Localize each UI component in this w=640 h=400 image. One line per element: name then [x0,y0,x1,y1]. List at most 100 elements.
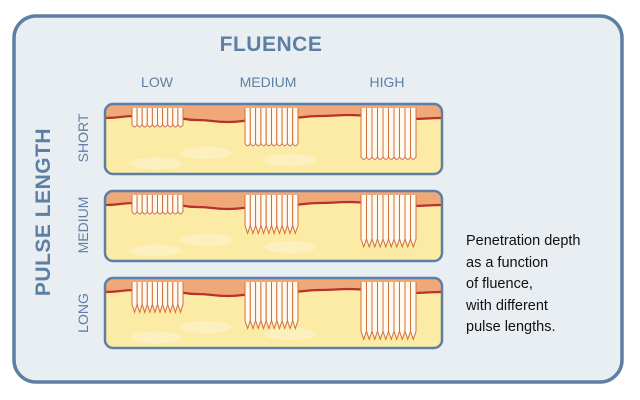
beam-line [388,108,395,160]
beam-line [255,108,262,147]
beam-bundle-medium [244,108,299,147]
beam-line [141,282,148,314]
beam-line [399,195,406,249]
skin-panel-medium [105,191,442,261]
dermis-texture [180,321,233,333]
beam-line [382,195,389,249]
beam-line [281,108,288,147]
beam-line [265,282,272,331]
beam-line [286,195,294,235]
column-label-medium: MEDIUM [240,74,297,90]
beam-line [136,282,143,314]
beam-line [249,282,257,331]
beam-line [167,282,174,314]
caption-line: pulse lengths. [466,319,556,335]
beam-line [366,108,373,160]
beam-line [271,108,278,147]
dermis-texture [129,244,182,257]
beam-line [167,108,174,128]
beam-line [410,195,417,249]
dermis-texture [264,154,317,166]
beam-line [157,282,164,314]
beam-line [151,108,158,128]
caption-line: as a function [466,254,549,271]
beam-line [404,195,411,249]
beam-line [410,108,417,160]
beam-line [260,282,267,331]
column-label-low: LOW [141,74,174,90]
dermis-texture [129,331,182,344]
beam-bundle-medium [244,282,299,331]
beam-line [286,282,294,331]
beam-line [292,195,299,235]
beam-line [281,282,288,331]
beam-line [388,195,395,249]
beam-line [131,108,138,128]
dermis-texture [264,241,317,253]
beam-line [360,282,367,341]
beam-line [244,282,251,331]
beam-line [131,282,138,314]
row-label-long: LONG [75,293,91,333]
beam-line [146,195,153,215]
beam-line [366,282,373,341]
beam-line [271,195,278,235]
beam-line [410,282,417,341]
beam-line [162,282,169,314]
beam-line [157,195,164,215]
beam-line [244,108,251,147]
dermis-texture [264,328,317,340]
beam-line [177,195,184,215]
beam-line [371,282,378,341]
beam-bundle-low [131,282,184,314]
skin-panel-long [105,278,442,348]
panel-border [103,102,444,176]
beam-line [244,195,251,235]
beam-bundle-low [131,195,184,215]
beam-line [276,195,283,235]
beam-line [255,195,262,235]
dermis-texture [180,147,233,159]
beam-line [136,108,143,128]
beam-line [399,282,406,341]
beam-line [136,195,143,215]
beam-line [360,195,367,249]
beam-line [382,282,389,341]
beam-line [286,108,294,147]
beam-line [172,108,179,128]
beam-line [292,108,299,147]
beam-line [271,282,278,331]
row-label-medium: MEDIUM [75,197,91,254]
beam-line [146,282,153,314]
beam-line [371,108,378,160]
beam-line [167,195,174,215]
beam-line [366,195,373,249]
beam-line [177,282,184,314]
beam-line [177,108,184,128]
beam-line [162,195,169,215]
beam-line [393,282,400,341]
beam-bundle-high [360,195,417,249]
caption-line: with different [466,297,548,314]
beam-line [151,195,158,215]
column-label-high: HIGH [370,74,405,90]
beam-bundle-high [360,282,417,341]
pulse-length-axis-title: PULSE LENGTH [32,128,55,296]
beam-line [382,108,389,160]
caption: Penetration depth as a function of fluen… [466,231,626,339]
beam-line [404,282,411,341]
dermis-texture [129,157,182,170]
panel-border [103,276,444,350]
beam-line [260,108,267,147]
beam-line [172,282,179,314]
beam-line [157,108,164,128]
beam-line [360,108,367,160]
beam-line [276,282,283,331]
beam-line [281,195,288,235]
panel-border [103,189,444,263]
beam-line [377,108,384,160]
beam-line [141,108,148,128]
beam-line [131,195,138,215]
beam-line [404,108,411,160]
